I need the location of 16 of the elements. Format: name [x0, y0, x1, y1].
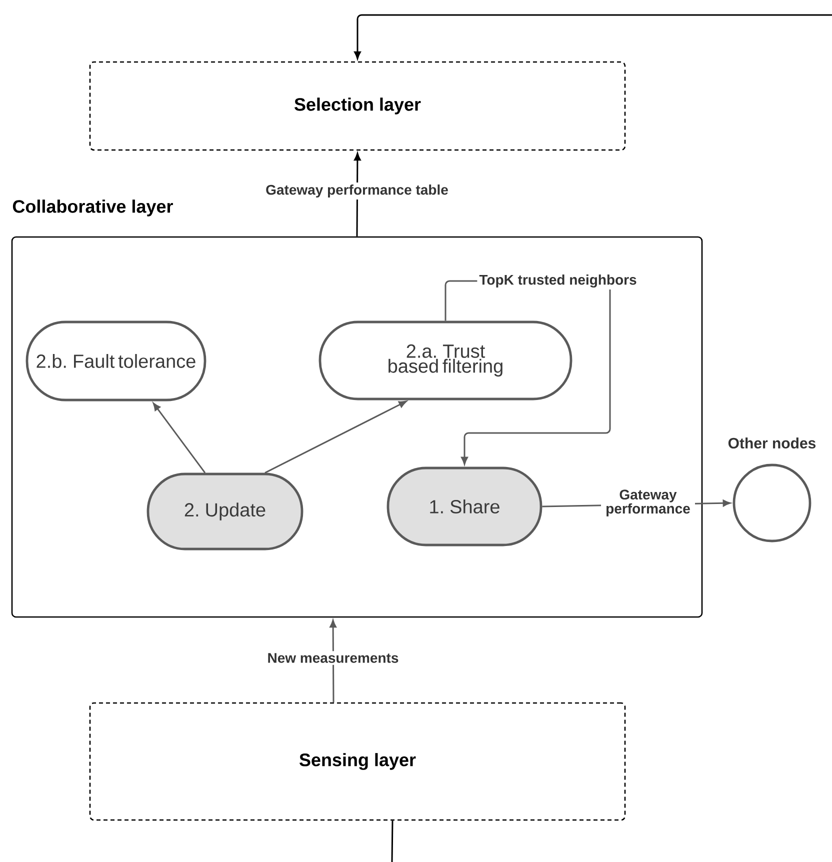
arrow [152, 402, 206, 474]
edge-label: Gateway performance [601, 488, 695, 518]
layer-heading: Collaborative layer [12, 200, 173, 216]
node-heading: Other nodes [728, 438, 816, 448]
process-pill: 2. Update [146, 472, 304, 550]
process-pill: 2.a. Trust based filtering [318, 320, 572, 400]
arrow [354, 14, 832, 60]
layer-box: Selection layer [89, 61, 626, 151]
edge-label: New measurements [265, 651, 401, 665]
edge-label: TopK trusted neighbors [477, 272, 639, 290]
process-pill: 2.b. Fault tolerance [26, 320, 206, 402]
arrow [330, 620, 336, 702]
layer-box: Sensing layer [89, 702, 626, 821]
process-pill: 1. Share [386, 466, 542, 546]
arrow [264, 400, 407, 474]
edge-label: Gateway performance table [264, 182, 450, 200]
